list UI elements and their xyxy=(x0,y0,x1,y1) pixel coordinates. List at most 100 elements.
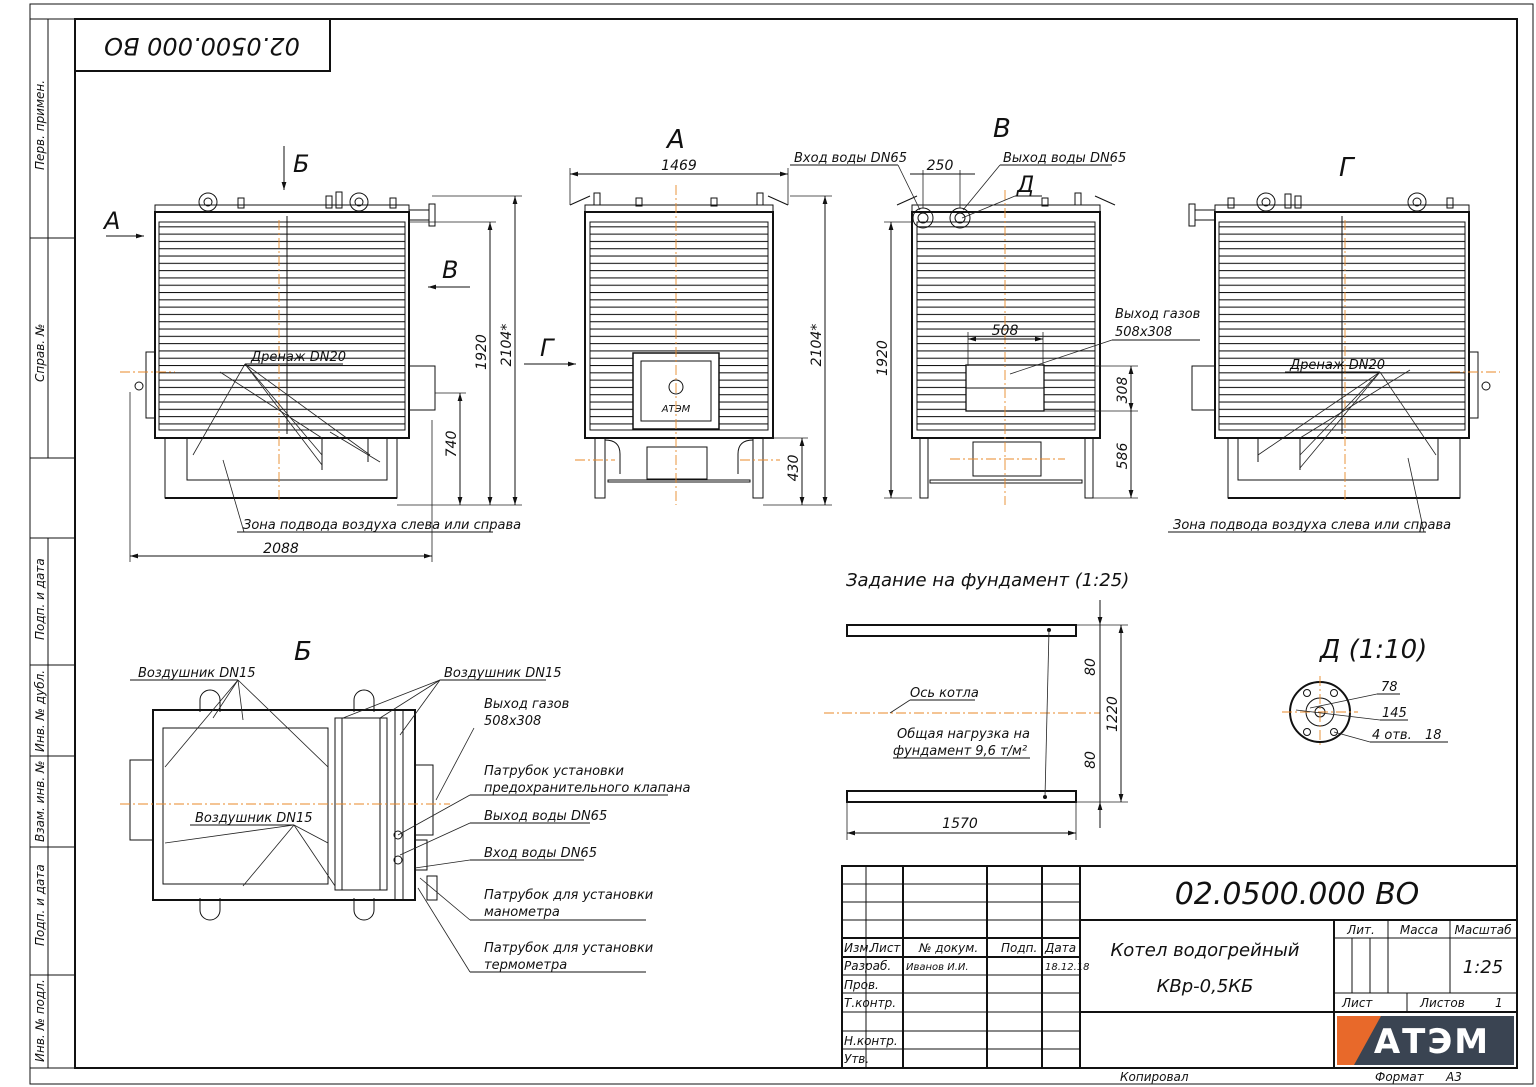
dim-1220: 1220 xyxy=(1105,696,1121,732)
foundation-title: Задание на фундамент (1:25) xyxy=(846,570,1129,591)
dim-740: 740 xyxy=(444,431,460,458)
copied-label: Копировал xyxy=(1120,1070,1189,1084)
arrow-label-v: В xyxy=(442,256,458,284)
author-name: Иванов И.И. xyxy=(906,962,969,973)
foundation-load-1: Общая нагрузка на xyxy=(897,727,1030,742)
front-view-a: А АТЭМ 1469 2104* 430 Г xyxy=(524,125,832,506)
plan-mano-2: манометра xyxy=(484,905,560,920)
dim-2088: 2088 xyxy=(263,541,299,557)
dim-250: 250 xyxy=(927,158,954,174)
foundation-load-2: фундамент 9,6 т/м² xyxy=(893,744,1027,759)
col-sign: Подп. xyxy=(1001,941,1037,955)
inner-frame xyxy=(74,18,1518,1069)
plan-valve-2: предохранительного клапана xyxy=(484,781,691,796)
margin-strip: Перв. примен. Справ. № Подп. и дата Инв.… xyxy=(30,18,75,1069)
view-a-title: А xyxy=(665,125,685,155)
top-stamp-code: 02.0500.000 ВО xyxy=(104,32,300,60)
plan-gas-out-1: Выход газов xyxy=(484,697,569,712)
margin-label-3: Подп. и дата xyxy=(33,558,47,640)
plan-view-b: Б Воздушник DN15 Воздушник DN15 Воздушни… xyxy=(120,637,691,973)
rear-view-v: В 250 Вход воды DN65 Выход воды DN65 Д В… xyxy=(790,114,1200,505)
dim-1920-left: 1920 xyxy=(474,334,490,370)
plan-mano-1: Патрубок для установки xyxy=(484,888,653,903)
format-value: А3 xyxy=(1445,1070,1462,1084)
dim-2104-left: 2104* xyxy=(499,324,515,367)
col-date: Дата xyxy=(1044,941,1076,955)
side-view-right: Г Дренаж DN20 Зона подвода воздуха слева… xyxy=(1168,153,1500,533)
plan-thermo-1: Патрубок для установки xyxy=(484,941,653,956)
masshtab-header: Масштаб xyxy=(1454,923,1512,937)
view-b-title: Б xyxy=(294,637,312,667)
col-izm: Изм. xyxy=(844,941,872,955)
outer-border xyxy=(29,3,1534,1085)
dim-308: 308 xyxy=(1115,377,1131,404)
foundation-axis-label: Ось котла xyxy=(910,686,979,701)
foundation-task: Задание на фундамент (1:25) Ось котла Об… xyxy=(824,570,1129,840)
dim-2104-mid: 2104* xyxy=(809,324,825,367)
plan-air-vent-1: Воздушник DN15 xyxy=(138,666,256,681)
author-date: 18.12.18 xyxy=(1045,962,1090,973)
dim-1920-right: 1920 xyxy=(875,340,891,376)
water-in-label: Вход воды DN65 xyxy=(794,151,907,166)
dim-1469: 1469 xyxy=(661,158,697,174)
gas-out-label-1: Выход газов xyxy=(1115,307,1200,322)
plan-air-vent-3: Воздушник DN15 xyxy=(195,811,313,826)
view-v-title: В xyxy=(993,114,1011,144)
dim-1570: 1570 xyxy=(942,816,978,832)
plan-thermo-2: термометра xyxy=(484,958,567,973)
col-list: Лист xyxy=(869,941,901,955)
margin-label-7: Инв. № подл. xyxy=(33,979,47,1062)
side-view-left: Дренаж DN20 Зона подвода воздуха слева и… xyxy=(102,146,522,562)
sheet-label: Лист xyxy=(1341,996,1373,1010)
scale-value: 1:25 xyxy=(1463,957,1503,978)
sheets-value: 1 xyxy=(1495,996,1503,1010)
margin-label-4: Инв. № дубл. xyxy=(33,670,47,752)
atem-logo: АТЭМ xyxy=(1337,1016,1514,1065)
detail-d-title: Д (1:10) xyxy=(1319,635,1427,665)
col-doc: № докум. xyxy=(918,941,978,955)
row-razrab: Разраб. xyxy=(844,959,891,973)
margin-label-5: Взам. инв. № xyxy=(33,761,47,842)
sheets-label: Листов xyxy=(1419,996,1465,1010)
margin-label-2: Справ. № xyxy=(33,324,47,382)
row-nkontr: Н.контр. xyxy=(844,1034,898,1048)
dim-78: 78 xyxy=(1381,680,1398,695)
dim-80-bottom: 80 xyxy=(1083,751,1099,769)
view-g-title: Г xyxy=(1339,153,1356,183)
arrow-label-g: Г xyxy=(540,334,555,362)
lit-header: Лит. xyxy=(1346,923,1375,937)
format-label: Формат xyxy=(1375,1070,1425,1084)
dim-80-top: 80 xyxy=(1083,658,1099,676)
margin-label-1: Перв. примен. xyxy=(33,80,47,170)
atem-logo-text: АТЭМ xyxy=(1374,1022,1490,1062)
title-name-2: КВр-0,5КБ xyxy=(1157,976,1254,997)
water-out-label: Выход воды DN65 xyxy=(1003,151,1126,166)
row-tkontr: Т.контр. xyxy=(844,996,896,1010)
margin-label-6: Подп. и дата xyxy=(33,864,47,946)
dim-18: 18 xyxy=(1425,728,1442,743)
arrow-label-a: А xyxy=(102,207,120,235)
drain-label-right: Дренаж DN20 xyxy=(1289,358,1385,373)
dim-508: 508 xyxy=(992,323,1019,339)
holes-count: 4 отв. xyxy=(1372,728,1412,743)
dim-145: 145 xyxy=(1382,706,1407,721)
dim-586: 586 xyxy=(1115,443,1131,470)
plan-air-vent-2: Воздушник DN15 xyxy=(444,666,562,681)
gas-out-label-2: 508x308 xyxy=(1115,325,1172,340)
plan-water-in: Вход воды DN65 xyxy=(484,846,597,861)
title-block: 02.0500.000 ВО Котел водогрейный КВр-0,5… xyxy=(841,865,1518,1084)
plan-valve-1: Патрубок установки xyxy=(484,764,624,779)
title-name-1: Котел водогрейный xyxy=(1111,940,1300,961)
view-d-marker: Д xyxy=(1016,173,1034,198)
title-code: 02.0500.000 ВО xyxy=(1175,877,1420,912)
massa-header: Масса xyxy=(1400,923,1438,937)
row-utv: Утв. xyxy=(844,1052,869,1066)
plan-gas-out-2: 508x308 xyxy=(484,714,541,729)
dim-430: 430 xyxy=(786,455,802,482)
plan-water-out: Выход воды DN65 xyxy=(484,809,607,824)
air-zone-label-right: Зона подвода воздуха слева или справа xyxy=(1173,518,1451,533)
detail-d: Д (1:10) 78 145 4 отв. 18 xyxy=(1282,635,1448,748)
drain-label-left: Дренаж DN20 xyxy=(250,350,346,365)
top-stamp: 02.0500.000 ВО xyxy=(74,18,331,72)
